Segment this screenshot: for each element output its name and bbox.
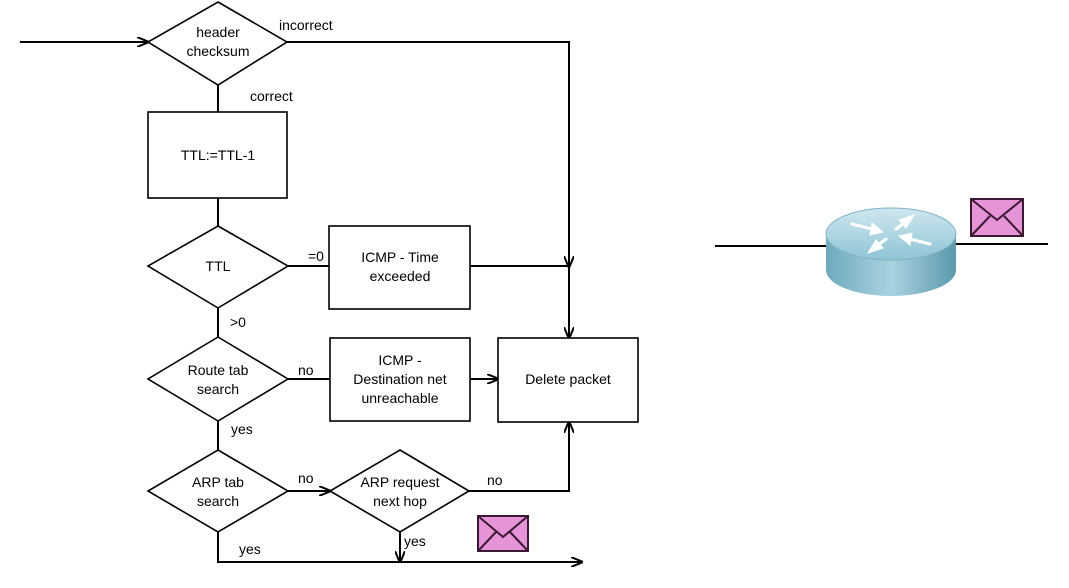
node-ttl-label: TTL — [206, 258, 231, 274]
network-illustration — [715, 198, 1048, 296]
connectors — [20, 42, 582, 562]
node-icmp-time-exceeded: ICMP - Time exceeded — [328, 225, 471, 310]
label-correct: correct — [250, 88, 293, 104]
node-route-search-line-2: search — [197, 381, 239, 397]
node-header-checksum-line-2: checksum — [186, 43, 249, 59]
envelope-icon — [477, 515, 529, 552]
edge-incorrect — [287, 41, 569, 267]
label-route-yes: yes — [231, 421, 253, 437]
node-arp-request: ARP request next hop — [328, 449, 471, 533]
envelope-icon — [970, 198, 1024, 237]
label-eq0: =0 — [308, 248, 324, 264]
edge-arp-yes — [217, 532, 582, 562]
label-arprequest-yes: yes — [404, 533, 426, 549]
label-route-no: no — [298, 362, 314, 378]
node-ttl: TTL — [146, 225, 290, 309]
node-route-tab-search: Route tab search — [146, 336, 290, 422]
node-icmp-dest-line-2: Destination net — [353, 371, 447, 387]
label-incorrect: incorrect — [279, 17, 333, 33]
node-ttl-decrement: TTL:=TTL-1 — [147, 111, 288, 199]
node-icmp-dest-line-3: unreachable — [361, 390, 438, 406]
label-arp-yes: yes — [239, 541, 261, 557]
node-ttl-decrement-label: TTL:=TTL-1 — [181, 147, 256, 163]
node-icmp-destination-unreachable: ICMP - Destination net unreachable — [329, 337, 471, 422]
node-arp-request-line-2: next hop — [373, 493, 427, 509]
node-icmp-time-line-2: exceeded — [370, 268, 431, 284]
node-delete-packet: Delete packet — [497, 337, 639, 423]
router-icon — [825, 207, 957, 296]
node-delete-packet-label: Delete packet — [525, 371, 611, 387]
label-arp-no: no — [298, 470, 314, 486]
node-header-checksum: header checksum — [146, 1, 289, 86]
node-arp-tab-search: ARP tab search — [146, 449, 290, 533]
label-gt0: >0 — [230, 314, 246, 330]
node-icmp-dest-line-1: ICMP - — [378, 352, 422, 368]
node-header-checksum-line-1: header — [196, 24, 240, 40]
node-icmp-time-line-1: ICMP - Time — [361, 249, 439, 265]
edge-arprequest-no — [469, 422, 569, 492]
node-arp-search-line-1: ARP tab — [192, 474, 244, 490]
node-route-search-line-1: Route tab — [188, 362, 249, 378]
node-arp-request-line-1: ARP request — [360, 474, 439, 490]
label-arprequest-no: no — [487, 472, 503, 488]
node-arp-search-line-2: search — [197, 493, 239, 509]
